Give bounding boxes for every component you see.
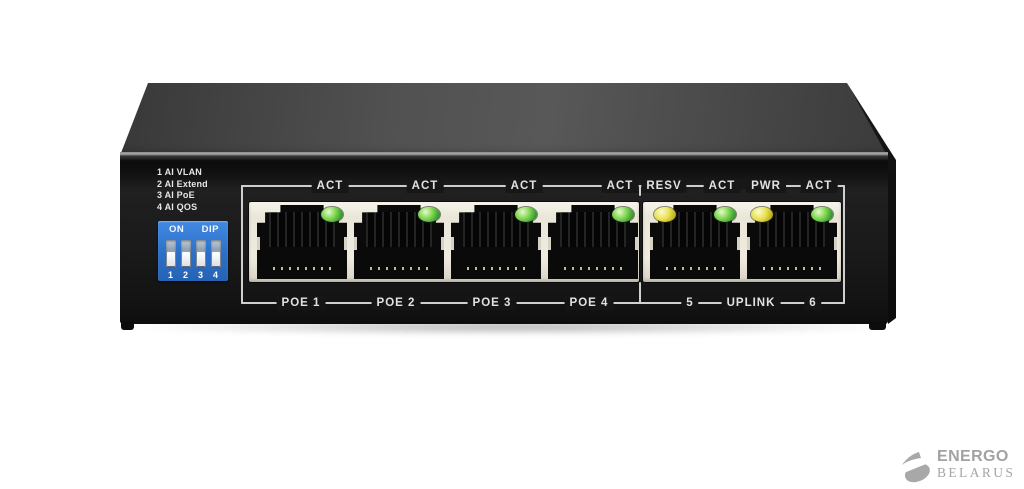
- dip-legend-line-2: 2 AI Extend: [157, 178, 208, 189]
- label-resv-port5: RESV: [641, 179, 687, 193]
- port-uplink-5-resv-led: [654, 207, 676, 222]
- dip-number-2: 2: [182, 270, 188, 280]
- label-act-port3: ACT: [505, 179, 543, 193]
- marking-left-bracket: [241, 185, 243, 304]
- switch-top-panel: [121, 83, 889, 157]
- port-uplink-6-pwr-led: [751, 207, 773, 222]
- dip-number-4: 4: [212, 270, 218, 280]
- port-uplink-6-pins: [763, 267, 821, 271]
- watermark-text: ENERGO BELARUS: [937, 448, 1015, 481]
- uplink-port-bezel: [643, 202, 841, 282]
- dip-slider-4: [210, 240, 221, 267]
- dip-slider-2-handle: [181, 252, 190, 266]
- dip-slider-3-handle: [196, 252, 205, 266]
- port-uplink-6-act-led: [811, 207, 833, 222]
- port-poe-4: [548, 205, 638, 279]
- watermark-line1: ENERGO: [937, 448, 1009, 465]
- dip-slider-3: [195, 240, 206, 267]
- label-act-port2: ACT: [406, 179, 444, 193]
- label-port6-number: 6: [804, 296, 822, 310]
- port-poe-2-act-led: [418, 207, 440, 222]
- dip-slider-2: [180, 240, 191, 267]
- marking-bottom-line: [241, 302, 845, 304]
- port-poe-4-pins: [564, 267, 622, 271]
- poe-port-bezel: [249, 202, 639, 282]
- watermark-logo: ENERGO BELARUS: [893, 446, 1024, 489]
- dip-slider-4-handle: [211, 252, 220, 266]
- label-pwr-port6: PWR: [746, 179, 786, 193]
- dip-switch-header: ON DIP: [158, 221, 228, 235]
- marking-top-line: [241, 185, 845, 187]
- rubber-foot-right: [869, 321, 886, 330]
- marking-group-separator-bottom: [639, 282, 641, 304]
- port-poe-3-pins: [467, 267, 525, 271]
- label-port5-number: 5: [681, 296, 699, 310]
- port-uplink-5: [650, 205, 740, 279]
- port-poe-3-act-led: [515, 207, 537, 222]
- rubber-foot-left: [121, 321, 134, 330]
- port-poe-1: [257, 205, 347, 279]
- marking-right-bracket: [843, 185, 845, 304]
- port-uplink-6-rj45-jack: [747, 205, 837, 279]
- marking-group-separator-top: [639, 186, 641, 196]
- port-uplink-5-act-led: [714, 207, 736, 222]
- label-act-port6: ACT: [800, 179, 838, 193]
- port-uplink-5-pins: [666, 267, 724, 271]
- label-poe4: POE 4: [564, 296, 614, 310]
- port-uplink-6: [747, 205, 837, 279]
- dip-number-1: 1: [167, 270, 173, 280]
- port-poe-2-pins: [370, 267, 428, 271]
- label-uplink: UPLINK: [721, 296, 781, 310]
- energo-globe-icon: [899, 452, 932, 483]
- dip-legend-line-3: 3 AI PoE: [157, 190, 195, 200]
- dip-switch-block: ON DIP 1 2 3 4: [158, 221, 228, 281]
- dip-on-label: ON: [169, 224, 185, 235]
- marking-gap: [733, 183, 753, 189]
- watermark-line2: BELARUS: [937, 465, 1016, 480]
- port-poe-4-act-led: [612, 207, 634, 222]
- dip-legend-line-4: 4 AI QOS: [157, 201, 198, 212]
- label-poe2: POE 2: [371, 296, 421, 310]
- dip-number-3: 3: [197, 270, 203, 280]
- dip-legend: 1 AI VLAN 2 AI Extend 3 AI PoE 4 AI QOS: [157, 167, 208, 213]
- dip-slider-1: [165, 240, 176, 267]
- dip-legend-line-1: 1 AI VLAN: [157, 167, 202, 177]
- dip-dip-label: DIP: [201, 224, 219, 235]
- label-act-port1: ACT: [311, 179, 349, 193]
- port-poe-1-pins: [273, 267, 331, 271]
- label-poe3: POE 3: [467, 296, 517, 310]
- dip-numbers: 1 2 3 4: [158, 270, 228, 280]
- dip-sliders: [158, 240, 228, 267]
- label-act-port4: ACT: [601, 179, 639, 193]
- port-poe-2: [354, 205, 444, 279]
- label-poe1: POE 1: [276, 296, 326, 310]
- label-act-port5: ACT: [703, 179, 741, 193]
- dip-slider-1-handle: [166, 252, 175, 266]
- port-poe-1-act-led: [321, 207, 343, 222]
- port-poe-3: [451, 205, 541, 279]
